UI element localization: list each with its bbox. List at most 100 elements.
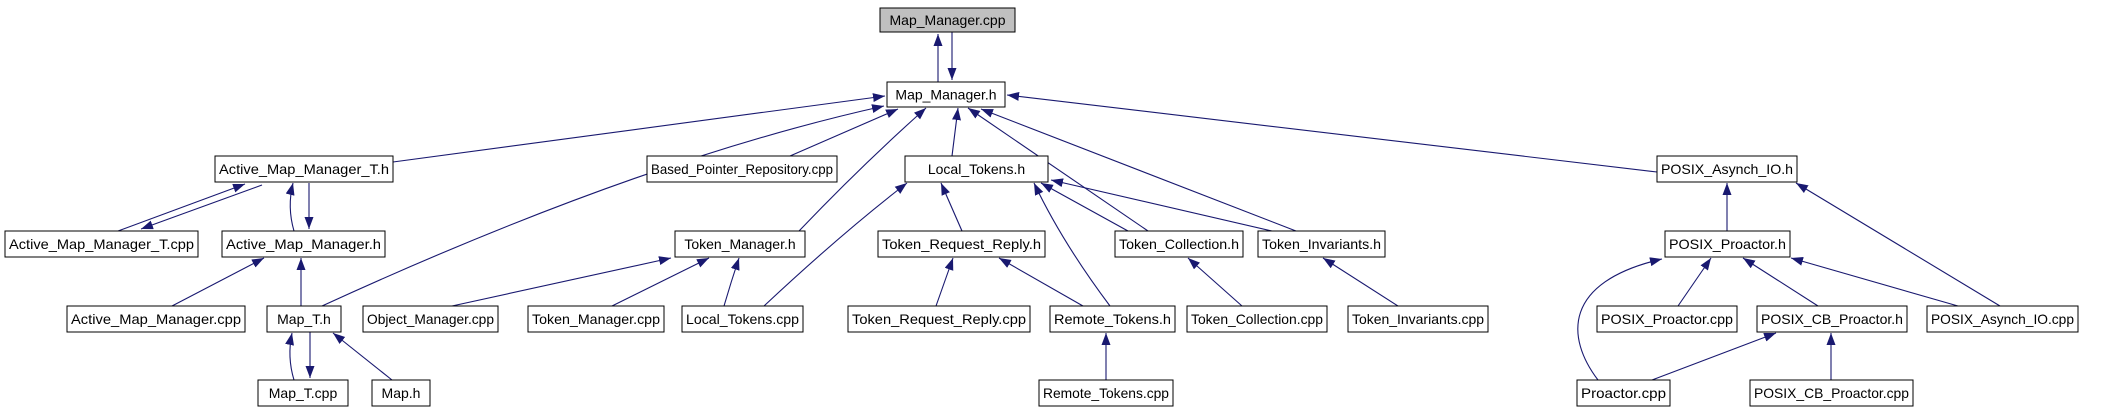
edge-token_manager_cpp-to-token_manager_h — [611, 257, 710, 307]
node-box-token_request_reply_h[interactable] — [877, 230, 1046, 258]
node-label-map_t_cpp: Map_T.cpp — [269, 385, 338, 401]
node-box-posix_cb_proactor_h[interactable] — [1756, 305, 1908, 333]
node-remote_tokens_h[interactable]: Remote_Tokens.h — [1049, 305, 1176, 333]
node-label-posix_proactor_h: POSIX_Proactor.h — [1669, 236, 1786, 252]
node-label-local_tokens_h: Local_Tokens.h — [928, 161, 1025, 177]
node-map_manager_cpp[interactable]: Map_Manager.cpp — [879, 7, 1016, 33]
node-map_manager_h[interactable]: Map_Manager.h — [886, 81, 1006, 108]
node-box-token_invariants_cpp[interactable] — [1347, 305, 1489, 333]
edge-active_map_manager_h-to-active_map_manager_t_h — [285, 182, 295, 232]
node-box-active_map_manager_t_h[interactable] — [214, 155, 394, 183]
edge-token_invariants_h-to-map_manager_h — [980, 108, 1297, 232]
node-box-active_map_manager_cpp[interactable] — [66, 305, 246, 333]
node-label-token_invariants_cpp: Token_Invariants.cpp — [1352, 311, 1484, 327]
node-posix_asynch_io_h[interactable]: POSIX_Asynch_IO.h — [1656, 155, 1798, 183]
edge-posix_asynch_io_cpp-to-posix_proactor_h — [1790, 256, 1959, 307]
node-map_t_h[interactable]: Map_T.h — [266, 305, 342, 333]
node-box-active_map_manager_t_cpp[interactable] — [4, 230, 199, 258]
node-token_request_reply_h[interactable]: Token_Request_Reply.h — [877, 230, 1046, 258]
node-active_map_manager_h[interactable]: Active_Map_Manager.h — [221, 230, 386, 258]
node-object_manager_cpp[interactable]: Object_Manager.cpp — [362, 305, 499, 333]
node-posix_asynch_io_cpp[interactable]: POSIX_Asynch_IO.cpp — [1926, 305, 2079, 333]
edge-active_map_manager_t_h-to-map_manager_h — [392, 93, 886, 163]
node-label-remote_tokens_cpp: Remote_Tokens.cpp — [1043, 385, 1169, 401]
node-box-posix_proactor_cpp[interactable] — [1596, 305, 1738, 333]
node-posix_cb_proactor_h[interactable]: POSIX_CB_Proactor.h — [1756, 305, 1908, 333]
edge-active_map_manager_t_h-to-active_map_manager_t_cpp — [140, 184, 263, 230]
node-based_pointer_repository_cpp[interactable]: Based_Pointer_Repository.cpp — [646, 155, 838, 183]
node-label-active_map_manager_t_h: Active_Map_Manager_T.h — [219, 161, 389, 177]
node-active_map_manager_cpp[interactable]: Active_Map_Manager.cpp — [66, 305, 246, 333]
node-box-map_t_cpp[interactable] — [257, 379, 349, 407]
node-box-token_request_reply_cpp[interactable] — [847, 305, 1031, 333]
edge-map_t_cpp-to-map_t_h — [285, 332, 295, 381]
node-box-token_manager_cpp[interactable] — [527, 305, 665, 333]
node-label-map_manager_h: Map_Manager.h — [895, 87, 996, 103]
edge-token_collection_cpp-to-token_collection_h — [1187, 257, 1243, 307]
node-label-map_manager_cpp: Map_Manager.cpp — [890, 12, 1006, 28]
node-active_map_manager_t_h[interactable]: Active_Map_Manager_T.h — [214, 155, 394, 183]
node-label-posix_cb_proactor_h: POSIX_CB_Proactor.h — [1761, 311, 1903, 327]
node-box-based_pointer_repository_cpp[interactable] — [646, 155, 838, 183]
node-box-local_tokens_h[interactable] — [904, 155, 1049, 183]
node-box-object_manager_cpp[interactable] — [362, 305, 499, 333]
node-label-proactor_cpp: Proactor.cpp — [1581, 385, 1666, 401]
node-label-token_collection_cpp: Token_Collection.cpp — [1191, 311, 1323, 327]
node-box-remote_tokens_h[interactable] — [1049, 305, 1176, 333]
node-box-local_tokens_cpp[interactable] — [681, 305, 804, 333]
node-box-map_manager_h[interactable] — [886, 81, 1006, 108]
node-proactor_cpp[interactable]: Proactor.cpp — [1576, 379, 1671, 407]
node-token_invariants_h[interactable]: Token_Invariants.h — [1257, 230, 1386, 258]
edge-token_collection_h-to-map_manager_h — [967, 107, 1149, 232]
node-box-posix_cb_proactor_cpp[interactable] — [1749, 379, 1914, 407]
nodes-layer: Map_Manager.cppMap_Manager.hActive_Map_M… — [4, 7, 2079, 407]
node-box-remote_tokens_cpp[interactable] — [1038, 379, 1174, 407]
node-box-token_collection_cpp[interactable] — [1186, 305, 1328, 333]
node-label-token_request_reply_cpp: Token_Request_Reply.cpp — [852, 311, 1026, 327]
node-token_collection_cpp[interactable]: Token_Collection.cpp — [1186, 305, 1328, 333]
edges-layer — [117, 32, 2001, 381]
edge-token_request_reply_h-to-local_tokens_h — [940, 182, 963, 232]
node-box-map_manager_cpp[interactable] — [879, 7, 1016, 33]
node-map_h[interactable]: Map.h — [371, 379, 431, 407]
node-token_manager_h[interactable]: Token_Manager.h — [674, 230, 806, 258]
node-map_t_cpp[interactable]: Map_T.cpp — [257, 379, 349, 407]
edge-local_tokens_cpp-to-local_tokens_h — [763, 182, 908, 307]
node-box-token_invariants_h[interactable] — [1257, 230, 1386, 258]
node-token_collection_h[interactable]: Token_Collection.h — [1114, 230, 1244, 258]
node-token_manager_cpp[interactable]: Token_Manager.cpp — [527, 305, 665, 333]
node-label-token_manager_h: Token_Manager.h — [684, 236, 795, 252]
node-label-remote_tokens_h: Remote_Tokens.h — [1054, 311, 1171, 327]
node-token_invariants_cpp[interactable]: Token_Invariants.cpp — [1347, 305, 1489, 333]
edge-proactor_cpp-to-posix_cb_proactor_h — [1651, 332, 1777, 381]
node-box-token_collection_h[interactable] — [1114, 230, 1244, 258]
node-label-posix_asynch_io_cpp: POSIX_Asynch_IO.cpp — [1931, 311, 2074, 327]
node-box-map_h[interactable] — [371, 379, 431, 407]
node-label-posix_cb_proactor_cpp: POSIX_CB_Proactor.cpp — [1754, 385, 1909, 401]
node-label-active_map_manager_cpp: Active_Map_Manager.cpp — [71, 311, 241, 327]
node-box-posix_proactor_h[interactable] — [1664, 230, 1791, 258]
edge-token_invariants_h-to-local_tokens_h — [1050, 178, 1273, 232]
node-posix_proactor_h[interactable]: POSIX_Proactor.h — [1664, 230, 1791, 258]
edge-token_request_reply_cpp-to-token_request_reply_h — [935, 257, 954, 307]
node-posix_cb_proactor_cpp[interactable]: POSIX_CB_Proactor.cpp — [1749, 379, 1914, 407]
node-box-posix_asynch_io_h[interactable] — [1656, 155, 1798, 183]
node-box-token_manager_h[interactable] — [674, 230, 806, 258]
node-local_tokens_h[interactable]: Local_Tokens.h — [904, 155, 1049, 183]
edge-local_tokens_cpp-to-token_manager_h — [723, 257, 740, 307]
node-posix_proactor_cpp[interactable]: POSIX_Proactor.cpp — [1596, 305, 1738, 333]
node-box-map_t_h[interactable] — [266, 305, 342, 333]
edge-based_pointer_repository_cpp-to-map_manager_h — [789, 108, 899, 157]
node-token_request_reply_cpp[interactable]: Token_Request_Reply.cpp — [847, 305, 1031, 333]
node-local_tokens_cpp[interactable]: Local_Tokens.cpp — [681, 305, 804, 333]
node-label-based_pointer_repository_cpp: Based_Pointer_Repository.cpp — [651, 161, 833, 177]
node-box-active_map_manager_h[interactable] — [221, 230, 386, 258]
edge-remote_tokens_h-to-token_request_reply_h — [998, 257, 1084, 307]
edge-token_collection_h-to-local_tokens_h — [1040, 182, 1129, 232]
node-box-proactor_cpp[interactable] — [1576, 379, 1671, 407]
node-box-posix_asynch_io_cpp[interactable] — [1926, 305, 2079, 333]
node-label-token_request_reply_h: Token_Request_Reply.h — [882, 236, 1041, 252]
node-remote_tokens_cpp[interactable]: Remote_Tokens.cpp — [1038, 379, 1174, 407]
node-active_map_manager_t_cpp[interactable]: Active_Map_Manager_T.cpp — [4, 230, 199, 258]
